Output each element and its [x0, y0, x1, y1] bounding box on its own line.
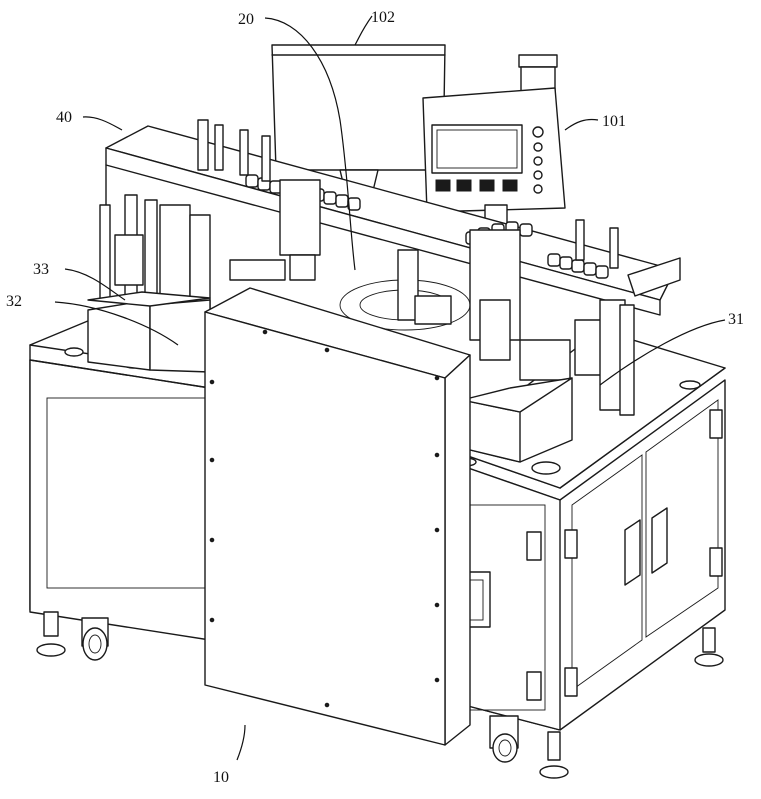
label-32: 32	[6, 293, 22, 310]
label-101: 101	[602, 113, 626, 130]
front-panel	[205, 288, 470, 745]
label-102: 102	[371, 9, 395, 26]
label-20: 20	[238, 11, 254, 28]
center-station	[340, 250, 470, 330]
label-10: 10	[213, 769, 229, 786]
label-31: 31	[728, 311, 744, 328]
label-40: 40	[56, 109, 72, 126]
label-33: 33	[33, 261, 49, 278]
